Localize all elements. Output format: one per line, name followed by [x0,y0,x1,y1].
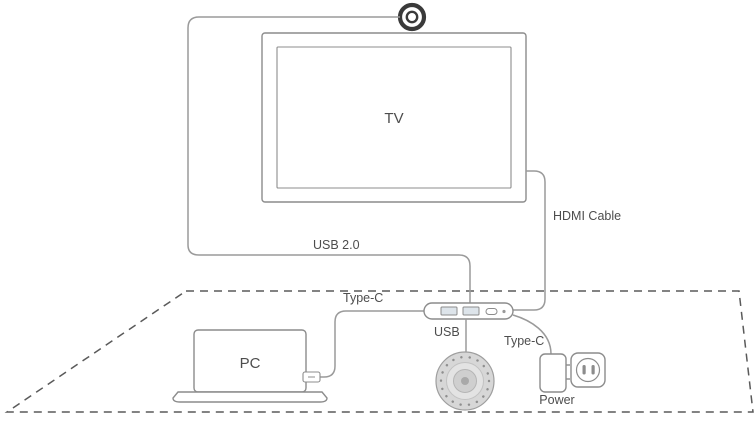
table-outline [4,290,754,413]
typec-pc-cable [319,310,424,378]
laptop: PC [172,329,328,403]
speakerphone-icon [435,351,495,411]
tv: TV [261,32,527,203]
hub-usb-port-1 [440,306,458,316]
hub-usb-port-2 [462,306,480,316]
hub-typec-port [485,308,498,315]
speaker-holes [439,355,491,407]
usb20-label: USB 2.0 [313,238,360,252]
usb-hub-icon [423,302,514,320]
tv-screen [276,46,512,189]
socket-circle [575,357,601,383]
laptop-base [172,391,328,403]
power-adapter-icon [539,353,570,393]
adapter-body [539,353,567,393]
usb20-cable [187,16,471,303]
typec-power-cable [512,314,552,355]
tv-label: TV [384,110,403,127]
camera-icon [397,2,427,32]
wall-plug-icon [570,352,606,388]
pc-label: PC [240,355,261,372]
hdmi-cable [513,170,546,311]
typec-power-label: Type-C [504,334,544,348]
hdmi-label: HDMI Cable [553,209,621,223]
power-label: Power [539,393,574,407]
speaker-center [461,377,469,385]
socket-slot-left [582,365,586,375]
hub-led [502,309,506,314]
typec-pc-label: Type-C [343,291,383,305]
socket-slot-right [591,365,595,375]
usb-label: USB [434,325,460,339]
